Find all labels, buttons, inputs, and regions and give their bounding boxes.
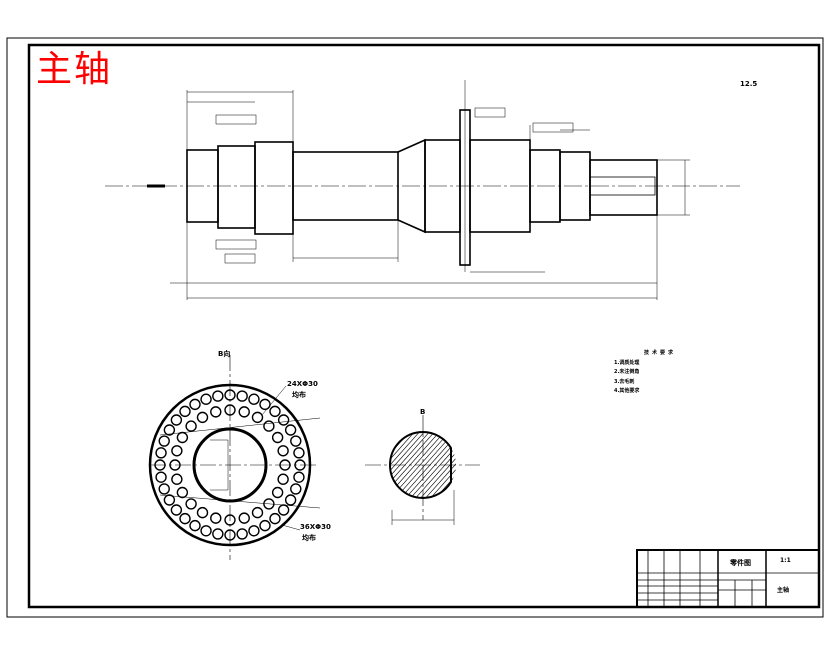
- note-line: 3.去毛刺: [614, 378, 635, 385]
- bolt-hole: [290, 435, 302, 447]
- bolt-hole: [263, 420, 275, 432]
- bolt-hole: [277, 445, 289, 457]
- section-view: [365, 415, 480, 525]
- bolt-hole: [251, 506, 264, 519]
- bolt-hole: [290, 483, 302, 495]
- hatch-line: [409, 432, 456, 498]
- title-block: [636, 549, 820, 608]
- hatch-line: [404, 432, 456, 498]
- inner-frame: [27, 43, 821, 609]
- bolt-hole: [200, 393, 212, 405]
- bolt-hole: [279, 459, 291, 471]
- roughness-label: 12.5: [740, 80, 758, 88]
- bolt-hole: [284, 424, 297, 436]
- part-type: 零件图: [730, 559, 751, 567]
- note-line: 2.未注倒角: [614, 369, 640, 375]
- bolt-hole: [171, 473, 183, 485]
- note-line: 4.其他要求: [614, 388, 640, 394]
- bolt-hole: [196, 506, 209, 519]
- bolt-hole: [154, 459, 166, 471]
- bolt-hole: [271, 486, 284, 499]
- bolt-hole: [248, 393, 260, 405]
- bolt-hole: [171, 445, 183, 457]
- bolt-hole: [224, 389, 236, 401]
- hatch-line: [390, 432, 451, 498]
- hatch-line: [390, 432, 431, 498]
- hatch-line: [399, 432, 456, 498]
- bolt-hole: [248, 525, 260, 537]
- hole-note-outer: 36XΦ30: [300, 523, 331, 531]
- hole-note-inner-suffix: 均布: [292, 391, 306, 399]
- hatch-line: [390, 432, 436, 498]
- bolt-hole: [179, 512, 191, 525]
- bolt-hole: [271, 431, 284, 444]
- outer-frame: [6, 37, 824, 618]
- bolt-hole: [210, 406, 222, 418]
- bolt-hole: [224, 514, 236, 526]
- scale: 1:1: [780, 557, 791, 564]
- bolt-hole: [212, 528, 224, 540]
- technical-notes: 技术要求 1.调质处理 2.未注倒角 3.去毛刺 4.其他要求: [614, 349, 676, 397]
- bolt-hole: [236, 528, 248, 540]
- bolt-hole: [212, 390, 224, 402]
- hole-note-inner: 24XΦ30: [287, 380, 318, 388]
- hatch-line: [419, 432, 456, 498]
- bolt-hole: [179, 405, 191, 418]
- bolt-hole: [224, 529, 236, 541]
- view-label: B向: [218, 350, 231, 358]
- hole-note-outer-suffix: 均布: [302, 534, 316, 542]
- hatch-line: [390, 432, 401, 498]
- section-label: B: [420, 408, 426, 416]
- hatch-line: [390, 432, 446, 498]
- bolt-hole: [185, 498, 197, 510]
- bolt-hole: [293, 471, 305, 483]
- bolt-hole: [294, 459, 306, 471]
- bolt-hole: [259, 519, 271, 532]
- bolt-hole: [269, 512, 281, 525]
- part-name: 主轴: [777, 587, 790, 594]
- hatch-line: [390, 432, 441, 498]
- bolt-hole: [189, 519, 201, 532]
- hatch-line: [390, 432, 396, 498]
- bolt-hole: [277, 504, 290, 516]
- bolt-hole: [236, 390, 248, 402]
- bolt-hole: [170, 414, 183, 426]
- bolt-hole: [189, 398, 201, 411]
- notes-heading: 技术要求: [644, 350, 677, 356]
- bolt-hole: [277, 473, 289, 485]
- bolt-hole: [185, 420, 197, 432]
- bolt-hole: [200, 525, 212, 537]
- bolt-hole: [169, 459, 181, 471]
- hatch-line: [444, 432, 456, 498]
- bolt-hole: [163, 494, 176, 506]
- bolt-hole: [176, 486, 189, 499]
- bolt-hole: [259, 398, 271, 411]
- bolt-hole: [158, 483, 170, 495]
- drawing-title: 主轴: [36, 49, 113, 90]
- bolt-hole: [210, 512, 222, 524]
- bolt-hole: [251, 411, 264, 424]
- hatch-line: [414, 432, 456, 498]
- bolt-hole: [155, 471, 167, 483]
- bolt-hole: [196, 411, 209, 424]
- bolt-hole: [170, 504, 183, 516]
- bolt-hole: [238, 406, 250, 418]
- bolt-hole: [224, 404, 236, 416]
- shaft-outline: [186, 109, 658, 266]
- bolt-hole: [163, 424, 176, 436]
- note-line: 1.调质处理: [614, 359, 640, 366]
- bolt-hole: [277, 414, 290, 426]
- hatch-line: [390, 432, 426, 498]
- bolt-hole: [158, 435, 170, 447]
- bolt-hole: [263, 498, 275, 510]
- bolt-hole: [176, 431, 189, 444]
- bolt-hole: [269, 405, 281, 418]
- bolt-hole: [238, 512, 250, 524]
- bolt-hole: [293, 447, 305, 459]
- flange-view: [148, 355, 321, 560]
- bolt-hole: [155, 447, 167, 459]
- bolt-hole: [284, 494, 297, 506]
